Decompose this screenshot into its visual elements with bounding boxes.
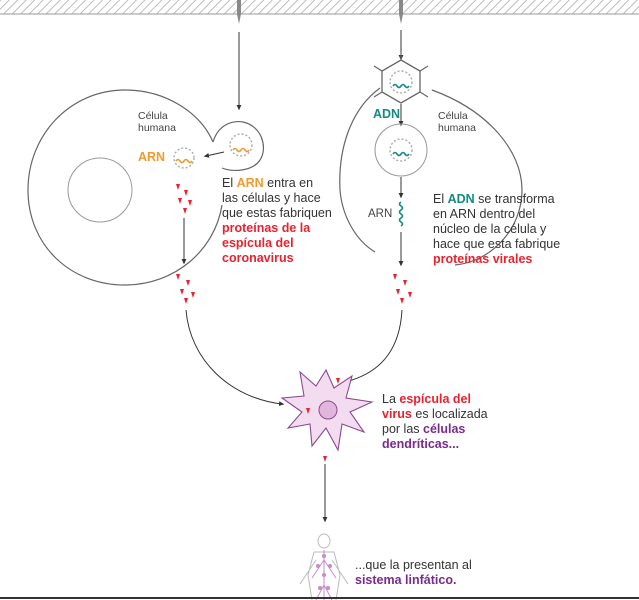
left-explanation-line-1: El ARN entra en bbox=[222, 176, 332, 191]
right-explanation-line-1: El ADN se transforma bbox=[433, 192, 560, 207]
left-cell-membrane bbox=[27, 89, 223, 286]
dendritic-text-part: por las bbox=[382, 422, 423, 436]
left-text-part: entra en bbox=[263, 176, 314, 190]
right-text-dna: ADN bbox=[447, 192, 475, 206]
right-to-dendritic-curve bbox=[342, 309, 403, 384]
left-cell-rna-tag: ARN bbox=[138, 150, 166, 164]
left-text-part: El bbox=[222, 176, 237, 190]
dendritic-line-1: La espícula del bbox=[382, 392, 488, 407]
dendritic-text-spike: espícula del bbox=[399, 392, 471, 406]
lymphatic-explanation: ...que la presentan al sistema linfático… bbox=[355, 558, 472, 588]
right-cell-label-line-2: humana bbox=[438, 122, 476, 134]
right-explanation-line-3: núcleo de la célula y bbox=[433, 222, 547, 236]
mrna-strand-in-bud-icon bbox=[232, 147, 250, 153]
right-needle bbox=[399, 0, 403, 24]
right-cell-dna-tag: ADN bbox=[373, 107, 401, 121]
dendritic-spike-protein-2 bbox=[306, 408, 310, 414]
lipid-nanoparticle-icon bbox=[229, 133, 253, 157]
left-explanation-line-4: proteínas de la bbox=[222, 221, 311, 235]
lymphatic-line-2: sistema linfático. bbox=[355, 573, 457, 587]
right-cell-rna-tag: ARN bbox=[368, 208, 393, 220]
left-to-dendritic-curve bbox=[185, 309, 285, 407]
right-cell-membrane bbox=[339, 87, 523, 266]
dendritic-text-virus: virus bbox=[382, 407, 412, 421]
right-cell-nucleus bbox=[374, 123, 428, 177]
left-extracellular-spike-proteins bbox=[176, 274, 195, 304]
left-cell-label-line-1: Célula bbox=[138, 110, 168, 122]
dendritic-spike-protein-3 bbox=[323, 456, 327, 462]
right-explanation: El ADN se transforma en ARN dentro del n… bbox=[433, 192, 560, 267]
right-cell-rna-icon bbox=[398, 201, 404, 227]
left-explanation-line-3: que estas fabriquen bbox=[222, 206, 332, 220]
dendritic-explanation: La espícula del virus es localizada por … bbox=[382, 392, 488, 452]
top-hatched-band bbox=[0, 0, 639, 14]
dendritic-spike-protein-1 bbox=[336, 378, 340, 384]
right-cell-label: Célula humana bbox=[438, 110, 476, 134]
dendritic-line-2: virus es localizada bbox=[382, 407, 488, 422]
right-explanation-line-5: proteínas virales bbox=[433, 252, 533, 266]
right-explanation-line-4: hace que esta fabrique bbox=[433, 237, 561, 251]
bud-to-cell-arrow bbox=[203, 151, 225, 158]
left-text-rna: ARN bbox=[236, 176, 264, 190]
dendritic-cell-nucleus bbox=[318, 400, 338, 420]
adenovirus-vector-icon bbox=[381, 59, 421, 104]
left-explanation-line-2: las células y hace bbox=[222, 191, 321, 205]
dendritic-text-part: es localizada bbox=[411, 407, 488, 421]
dendritic-line-4: dendríticas... bbox=[382, 437, 460, 451]
right-nucleus-core-icon bbox=[389, 138, 413, 162]
left-cell-vesicle-icon bbox=[173, 147, 195, 169]
left-explanation: El ARN entra en las células y hace que e… bbox=[222, 176, 332, 266]
left-cell-label-line-2: humana bbox=[138, 122, 176, 134]
adenovirus-spikes bbox=[373, 52, 429, 98]
right-cell-label-line-1: Célula bbox=[438, 110, 468, 122]
left-cell-spike-proteins bbox=[176, 184, 192, 214]
adenovirus-dna-icon bbox=[392, 83, 410, 89]
right-text-part: se transforma bbox=[474, 192, 555, 206]
adenovirus-core-icon bbox=[389, 70, 413, 94]
right-explanation-line-2: en ARN dentro del bbox=[433, 207, 536, 221]
dendritic-text-part: La bbox=[382, 392, 400, 406]
nucleus-dna-icon bbox=[392, 151, 410, 157]
dendritic-text-cells: células bbox=[423, 422, 466, 436]
dendritic-line-3: por las células bbox=[382, 422, 488, 437]
left-explanation-line-5: espícula del bbox=[222, 236, 294, 250]
left-cell-label: Célula humana bbox=[138, 110, 176, 134]
left-needle bbox=[237, 0, 241, 24]
left-explanation-line-6: coronavirus bbox=[222, 251, 294, 265]
right-text-part: El bbox=[433, 192, 448, 206]
lymphatic-line-1: ...que la presentan al bbox=[355, 558, 472, 572]
right-extracellular-viral-proteins bbox=[393, 274, 412, 304]
left-cell-mrna-icon bbox=[175, 158, 193, 164]
human-figure-icon bbox=[299, 533, 349, 600]
left-cell-bud bbox=[212, 120, 264, 171]
left-cell-nucleus bbox=[67, 157, 133, 223]
